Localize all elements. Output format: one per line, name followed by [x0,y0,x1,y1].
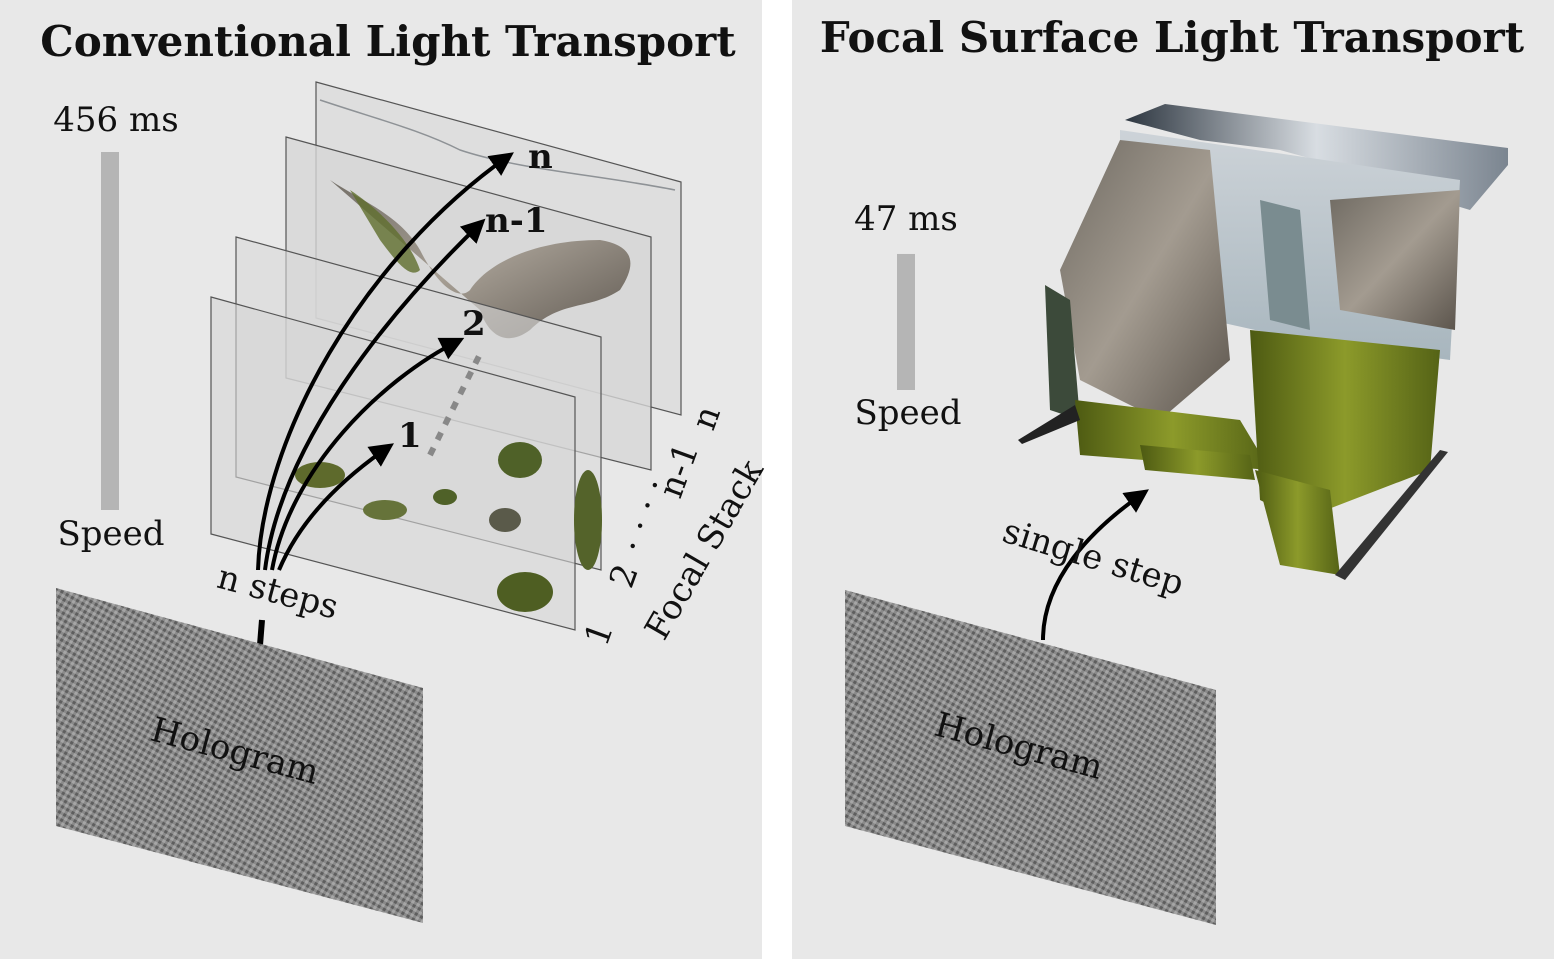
right-speed-label: Speed [854,393,961,433]
left-panel-title: Conventional Light Transport [40,17,736,66]
arrow-label-n-minus-1: n-1 [485,201,548,241]
left-speed-label: Speed [57,514,164,554]
curved-arrow-n [256,152,514,571]
arrow-label-2: 2 [462,304,486,344]
arrow-label-n: n [528,137,553,177]
panel-separator [762,0,792,959]
curved-arrow-2 [270,337,465,571]
arrow-label-1: 1 [398,416,422,456]
right-speed-bar [897,253,915,390]
right-time-label: 47 ms [854,199,958,239]
curved-arrow-1 [277,443,394,571]
left-speed-bar [101,152,119,510]
right-hologram [845,590,1216,925]
focal-surface-scene [1018,104,1508,580]
conventional-arrows [256,152,514,571]
right-panel-title: Focal Surface Light Transport [820,13,1525,62]
left-hologram [56,588,423,923]
curved-arrow-n-minus-1 [263,218,486,571]
steps-stem [257,619,265,646]
curved-arrow-single-step [1041,489,1149,641]
left-time-label: 456 ms [53,100,178,140]
dashed-guide-line [427,348,485,457]
